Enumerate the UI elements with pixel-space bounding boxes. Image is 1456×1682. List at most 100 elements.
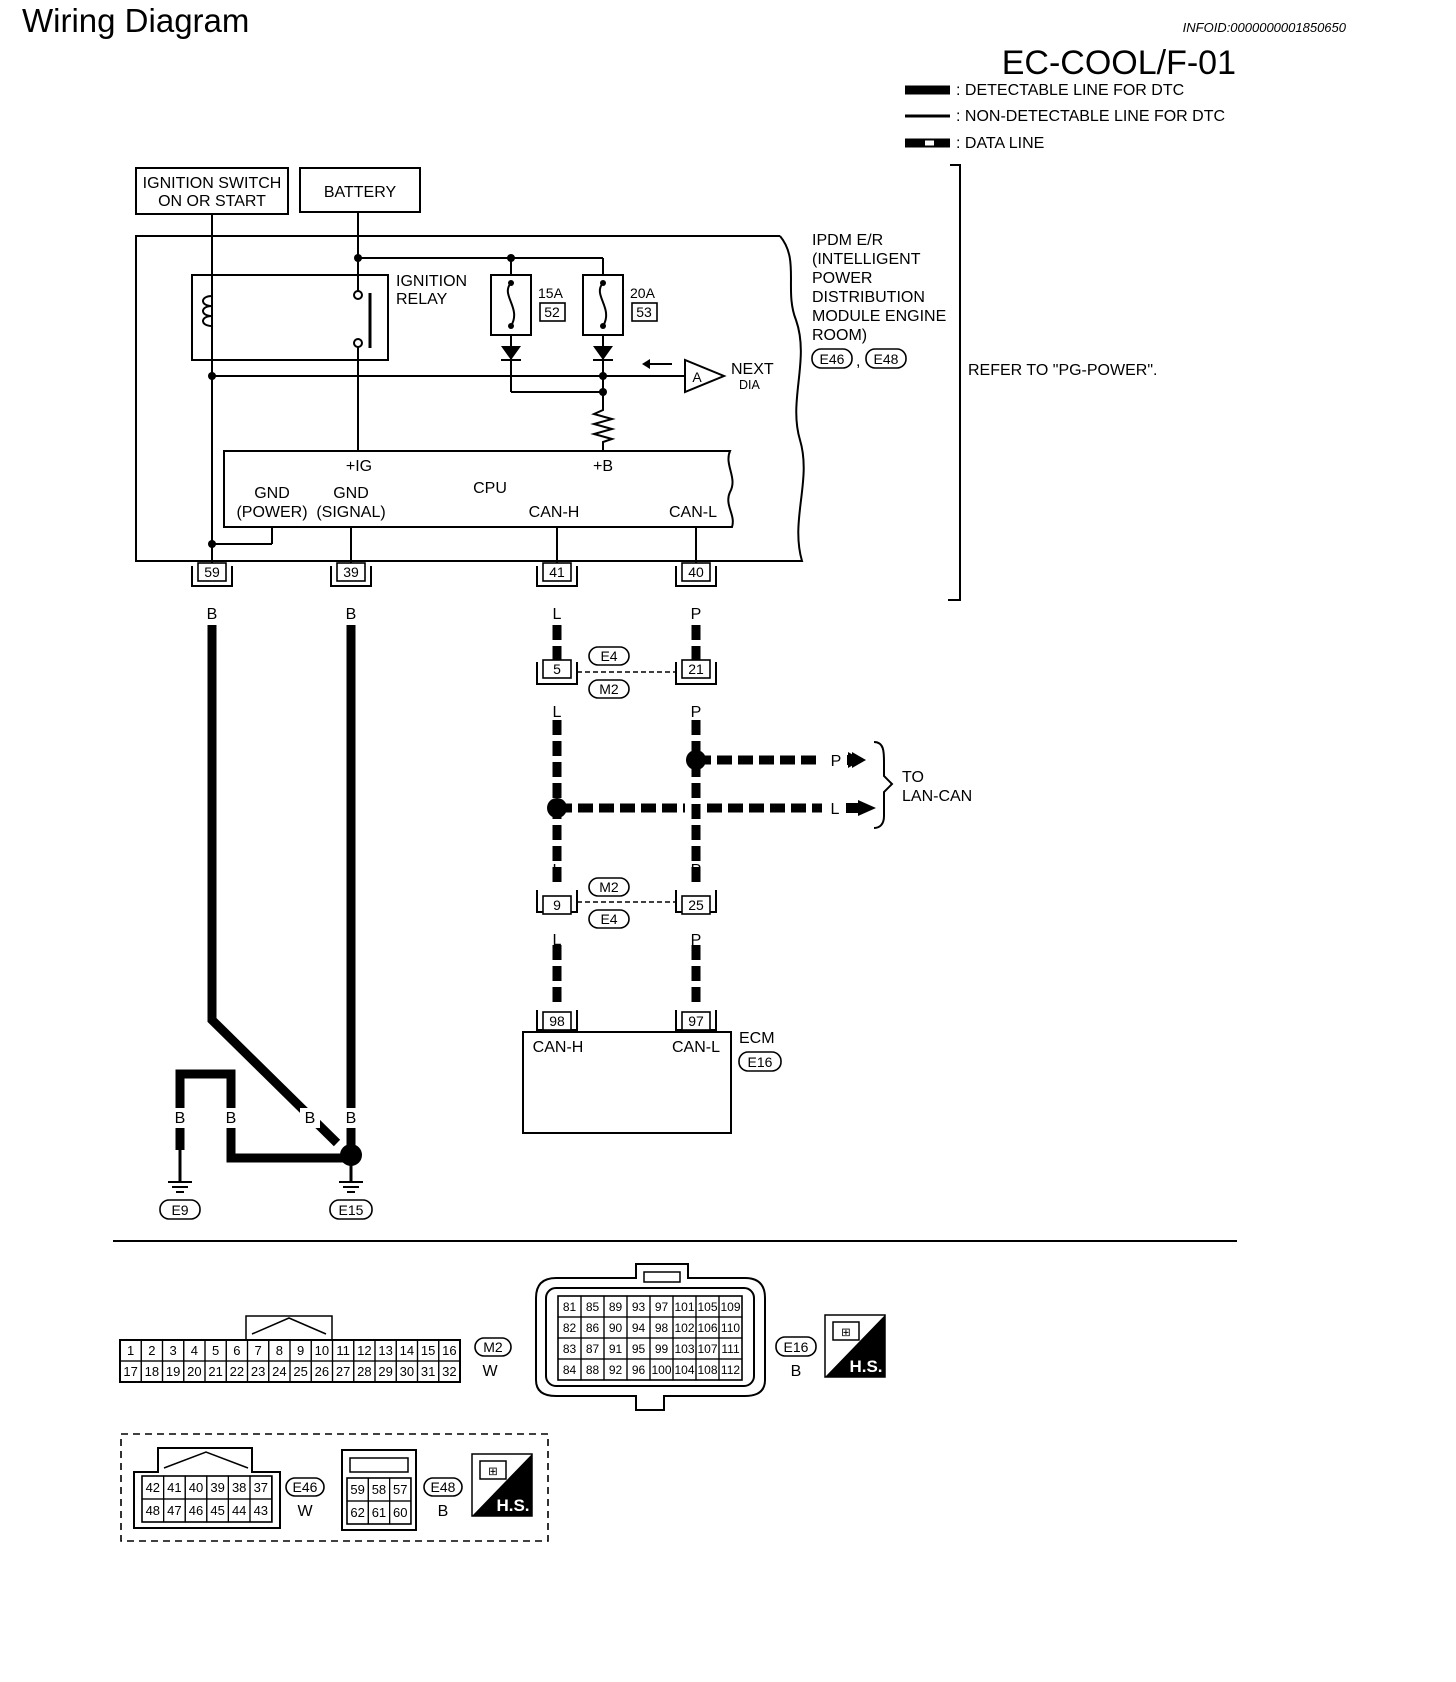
e46-pin-42: 42	[146, 1480, 160, 1495]
m2-pin-20: 20	[187, 1364, 201, 1379]
m2-pin-7: 7	[255, 1343, 262, 1358]
e46-pin-41: 41	[167, 1480, 181, 1495]
svg-text:B: B	[207, 606, 218, 623]
m2-pin-15: 15	[421, 1343, 435, 1358]
e16-pin-93: 93	[632, 1300, 646, 1314]
e46-pin-38: 38	[232, 1480, 246, 1495]
faceview-e48-id: E48	[431, 1479, 456, 1495]
legend-non-detectable: : NON-DETECTABLE LINE FOR DTC	[956, 108, 1225, 125]
hs-icon-2: ⊞ H.S.	[471, 1453, 533, 1517]
e16-pin-95: 95	[632, 1342, 646, 1356]
ipdm-pin-59: 59	[191, 562, 233, 587]
faceview-e46-id: E46	[293, 1479, 318, 1495]
svg-text:H.S.: H.S.	[849, 1357, 882, 1376]
svg-text:E15: E15	[339, 1202, 364, 1218]
hs-icon-1: ⊞ H.S.	[824, 1314, 886, 1378]
m2-pin-21: 21	[208, 1364, 222, 1379]
e16-pin-92: 92	[609, 1363, 623, 1377]
e46-pin-43: 43	[254, 1503, 268, 1518]
m2-pin-19: 19	[166, 1364, 180, 1379]
cpu-b: +B	[593, 458, 613, 475]
cpu-name: CPU	[473, 480, 507, 497]
e16-pin-86: 86	[586, 1321, 600, 1335]
legend: : DETECTABLE LINE FOR DTC : NON-DETECTAB…	[905, 82, 1225, 152]
cpu-box	[223, 450, 734, 528]
page-title: Wiring Diagram	[22, 2, 250, 39]
cpu-can-l: CAN-L	[669, 504, 717, 521]
e46-pin-47: 47	[167, 1503, 181, 1518]
svg-text:DISTRIBUTION: DISTRIBUTION	[812, 289, 925, 306]
m2-pin-3: 3	[170, 1343, 177, 1358]
svg-text:⊞: ⊞	[841, 1327, 851, 1339]
svg-text:GND: GND	[254, 485, 290, 502]
svg-text:E4: E4	[600, 911, 617, 927]
diagram-code: EC-COOL/F-01	[1001, 44, 1236, 82]
e46-pin-39: 39	[210, 1480, 224, 1495]
m2-pin-29: 29	[378, 1364, 392, 1379]
e16-pin-106: 106	[697, 1321, 717, 1335]
faceview-e16-id: E16	[784, 1339, 809, 1355]
m2-pin-25: 25	[293, 1364, 307, 1379]
refer-pg-power: REFER TO "PG-POWER".	[968, 362, 1157, 379]
e16-pin-111: 111	[721, 1342, 740, 1356]
e16-pin-88: 88	[586, 1363, 600, 1377]
ignition-relay-label: IGNITION	[396, 273, 467, 290]
legend-data-line: : DATA LINE	[956, 135, 1044, 152]
m2-pin-26: 26	[315, 1364, 329, 1379]
e16-pin-103: 103	[674, 1342, 694, 1356]
relay-coil	[202, 285, 213, 350]
svg-text:IPDM E/R: IPDM E/R	[812, 232, 883, 249]
ignition-relay-box	[191, 274, 389, 361]
e16-pin-96: 96	[632, 1363, 646, 1377]
e46-pin-37: 37	[254, 1480, 268, 1495]
e48-pin-62: 62	[350, 1505, 364, 1520]
e16-pin-108: 108	[697, 1363, 717, 1377]
svg-text:B: B	[175, 1110, 186, 1127]
wire-gnd-power	[207, 625, 341, 1147]
ecm-label: ECM	[739, 1030, 775, 1047]
ipdm-bracket	[948, 164, 961, 601]
e16-pin-99: 99	[655, 1342, 669, 1356]
m2-pin-24: 24	[272, 1364, 286, 1379]
e46-pin-40: 40	[189, 1480, 203, 1495]
svg-text:39: 39	[343, 564, 359, 580]
to-lan-can: TO	[902, 769, 924, 786]
svg-text:15A: 15A	[538, 285, 564, 301]
cpu-can-h: CAN-H	[529, 504, 580, 521]
ipdm-pin-41: 41	[536, 562, 578, 587]
svg-text:ROOM): ROOM)	[812, 327, 867, 344]
legend-detectable: : DETECTABLE LINE FOR DTC	[956, 82, 1184, 99]
svg-text:H.S.: H.S.	[496, 1496, 529, 1515]
svg-text:P: P	[691, 606, 702, 623]
svg-text:W: W	[482, 1363, 498, 1380]
ipdm-label: IPDM E/R (INTELLIGENT POWER DISTRIBUTION…	[811, 232, 946, 370]
svg-text:A: A	[692, 369, 702, 385]
svg-text:L: L	[553, 862, 562, 879]
svg-text:,: ,	[856, 353, 860, 370]
m2-pin-10: 10	[315, 1343, 329, 1358]
ignition-switch-label: IGNITION SWITCH	[143, 175, 282, 192]
e48-pin-57: 57	[393, 1482, 407, 1497]
m2-pin-17: 17	[123, 1364, 137, 1379]
e16-pin-101: 101	[674, 1300, 694, 1314]
e46-pin-46: 46	[189, 1503, 203, 1518]
svg-text:(INTELLIGENT: (INTELLIGENT	[812, 251, 921, 268]
svg-text:9: 9	[553, 897, 561, 913]
battery-box	[299, 167, 421, 213]
svg-text:E9: E9	[171, 1202, 188, 1218]
e48-pin-61: 61	[372, 1505, 386, 1520]
svg-text:B: B	[226, 1110, 237, 1127]
m2-pin-9: 9	[297, 1343, 304, 1358]
svg-text:52: 52	[544, 304, 560, 320]
e16-pin-98: 98	[655, 1321, 669, 1335]
connector-m2-e4-lower: 9 25 M2 E4	[536, 877, 717, 929]
e48-pin-59: 59	[350, 1482, 364, 1497]
info-id: INFOID:0000000001850650	[1182, 20, 1346, 35]
e16-pin-110: 110	[721, 1321, 740, 1335]
e16-pin-81: 81	[563, 1300, 577, 1314]
e16-pin-112: 112	[721, 1363, 740, 1377]
ecm-connector-e16: E16	[748, 1054, 773, 1070]
